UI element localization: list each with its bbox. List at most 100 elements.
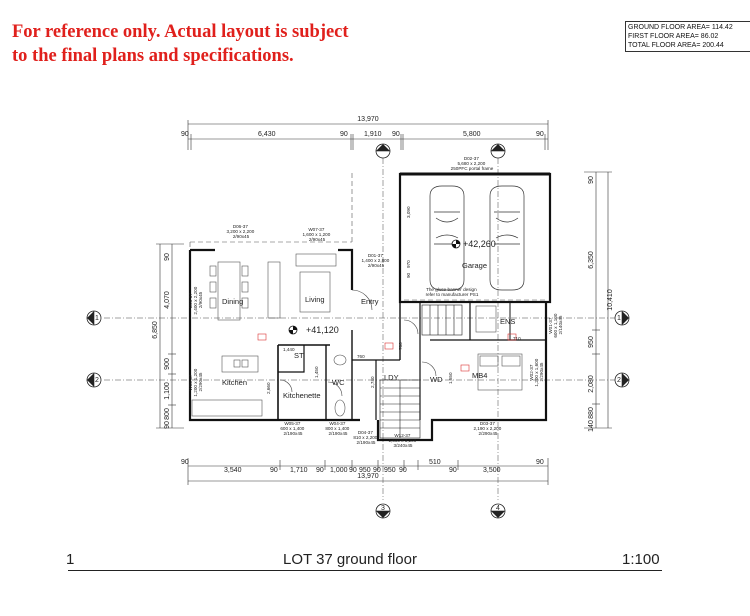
right-seg: 6,350 xyxy=(588,251,595,269)
kitchen-island xyxy=(221,355,259,373)
top-overall-dim: 13,970 xyxy=(357,116,379,123)
toilet xyxy=(334,399,346,417)
grid-bubble-top-3: 3 xyxy=(375,143,391,159)
bot-seg: 90 xyxy=(349,467,357,474)
room-labels: Garage Dining Living Entry Kitchen Kitch… xyxy=(222,261,515,400)
note-w12: W12-37 1,600 x 3,200 3/240x45 xyxy=(388,433,417,448)
first-floor-area: FIRST FLOOR AREA= 86.02 xyxy=(628,33,719,40)
left-seg: 4,070 xyxy=(164,291,171,309)
main-outer-wall xyxy=(188,250,352,422)
left-dimension-chain xyxy=(156,243,184,429)
dim-small: 2,660 xyxy=(266,382,271,394)
dim-garage: 970 xyxy=(406,260,411,268)
room-wd: WD xyxy=(430,375,443,384)
stairs xyxy=(379,304,463,439)
note-d06-side: D06-37 2,400 x 2,200 2/90x45 xyxy=(188,285,203,314)
coffee-table xyxy=(299,271,331,313)
note-w04: W04-37 800 x 1,400 2/190x45 xyxy=(325,421,350,436)
top-seg: 90 xyxy=(340,131,348,138)
dim-small: 710 xyxy=(513,336,521,341)
sofa xyxy=(267,261,281,319)
walls xyxy=(188,172,552,442)
level-marker-garage: +42,260 xyxy=(451,239,496,249)
red-tags xyxy=(257,333,517,372)
total-floor-area: TOTAL FLOOR AREA= 200.44 xyxy=(628,42,724,49)
room-living: Living xyxy=(305,295,325,304)
drawing-scale: 1:100 xyxy=(622,551,660,568)
car-right-icon xyxy=(489,185,525,291)
bubble-label: 3 xyxy=(381,145,385,152)
top-seg: 6,430 xyxy=(258,131,276,138)
dim-garage: 3,090 xyxy=(406,206,411,218)
bot-seg: 90 xyxy=(399,467,407,474)
bottom-segment-labels: 90 3,540 90 1,710 90 1,000 90 950 90 950… xyxy=(181,459,544,474)
opening-notes: D02-37 5,680 x 2,200 250PFC portal frame… xyxy=(188,156,563,448)
grid-bubble-right-2: 2 xyxy=(614,372,630,388)
dim-small: 760 xyxy=(398,342,403,350)
grid-bubble-left-2: 2 xyxy=(86,372,102,388)
left-seg: 90 xyxy=(164,421,171,429)
grid-bubble-bottom-4: 4 xyxy=(490,503,506,519)
dim-garage: 90 xyxy=(406,272,411,278)
right-seg: 140 xyxy=(588,420,595,432)
right-seg: 2,080 xyxy=(588,375,595,393)
kitchen-bench xyxy=(191,399,263,417)
dim-small: 1,550 xyxy=(448,372,453,384)
right-dimension-chain xyxy=(584,171,612,429)
bot-seg: 90 xyxy=(373,467,381,474)
room-entry: Entry xyxy=(361,297,379,306)
bubble-label: 4 xyxy=(496,505,500,512)
room-kitchen: Kitchen xyxy=(222,378,247,387)
left-segment-labels: 90 4,070 900 1,100 800 90 xyxy=(164,253,171,429)
disclaimer-line-2: to the final plans and specifications. xyxy=(12,46,294,66)
drawing-title-block: 1 LOT 37 ground floor 1:100 xyxy=(0,548,750,578)
sofa-top xyxy=(295,253,337,267)
room-wc: WC xyxy=(332,378,345,387)
bot-seg: 90 xyxy=(270,467,278,474)
bottom-dimension-chain xyxy=(187,458,549,485)
bubble-label: 4 xyxy=(496,145,500,152)
top-seg: 90 xyxy=(181,131,189,138)
bot-seg: 90 xyxy=(536,459,544,466)
note-d03: D03-37 2,190 x 2,200 2/290x45 xyxy=(473,421,502,436)
right-overall-dim: 10,410 xyxy=(607,289,614,311)
bot-seg: 90 xyxy=(181,459,189,466)
dining-table xyxy=(217,261,241,321)
floor-area-box: GROUND FLOOR AREA= 114.42 FIRST FLOOR AR… xyxy=(625,21,750,52)
right-seg: 880 xyxy=(588,407,595,419)
note-d02: D02-37 5,680 x 2,200 250PFC portal frame xyxy=(451,156,494,171)
note-w01: W01-37 600 x 1,100 2/140x45 xyxy=(548,312,563,337)
bubble-label: 1 xyxy=(95,315,99,322)
dim-small: 1,440 xyxy=(283,347,295,352)
room-dining: Dining xyxy=(222,297,243,306)
title-underline xyxy=(68,570,662,571)
left-overall-dim: 6,850 xyxy=(152,321,159,339)
top-seg: 5,800 xyxy=(463,131,481,138)
bot-seg: 950 xyxy=(384,467,396,474)
left-seg: 90 xyxy=(164,253,171,261)
ground-floor-area: GROUND FLOOR AREA= 114.42 xyxy=(628,24,733,31)
grid-lines xyxy=(104,158,615,500)
level-marker-main: +41,120 xyxy=(288,325,339,335)
bot-seg: 1,710 xyxy=(290,467,308,474)
room-ldy: LDY xyxy=(384,373,399,382)
top-segment-labels: 90 6,430 90 1,910 90 5,800 90 xyxy=(181,131,544,138)
grid-bubble-right-1: 1 xyxy=(614,310,630,326)
right-seg: 950 xyxy=(588,336,595,348)
right-segment-labels: 90 6,350 950 2,080 880 140 xyxy=(588,176,595,432)
note-garage-banner: The gluse banner design refer to manufac… xyxy=(426,287,479,297)
top-dimension-chain xyxy=(187,120,549,150)
bot-seg: 1,000 xyxy=(330,467,348,474)
door-swings xyxy=(279,289,437,397)
right-seg: 90 xyxy=(588,176,595,184)
bot-seg: 3,500 xyxy=(483,467,501,474)
note-d06: D06-37 3,200 x 2,200 2/90x45 xyxy=(226,224,255,239)
left-seg: 900 xyxy=(164,358,171,370)
room-mb4: MB4 xyxy=(472,371,487,380)
room-garage: Garage xyxy=(462,261,487,270)
dim-small: 2,740 xyxy=(370,376,375,388)
disclaimer-line-1: For reference only. Actual layout is sub… xyxy=(12,22,349,42)
drawing-number: 1 xyxy=(66,551,75,568)
dim-small: 760 xyxy=(357,354,365,359)
